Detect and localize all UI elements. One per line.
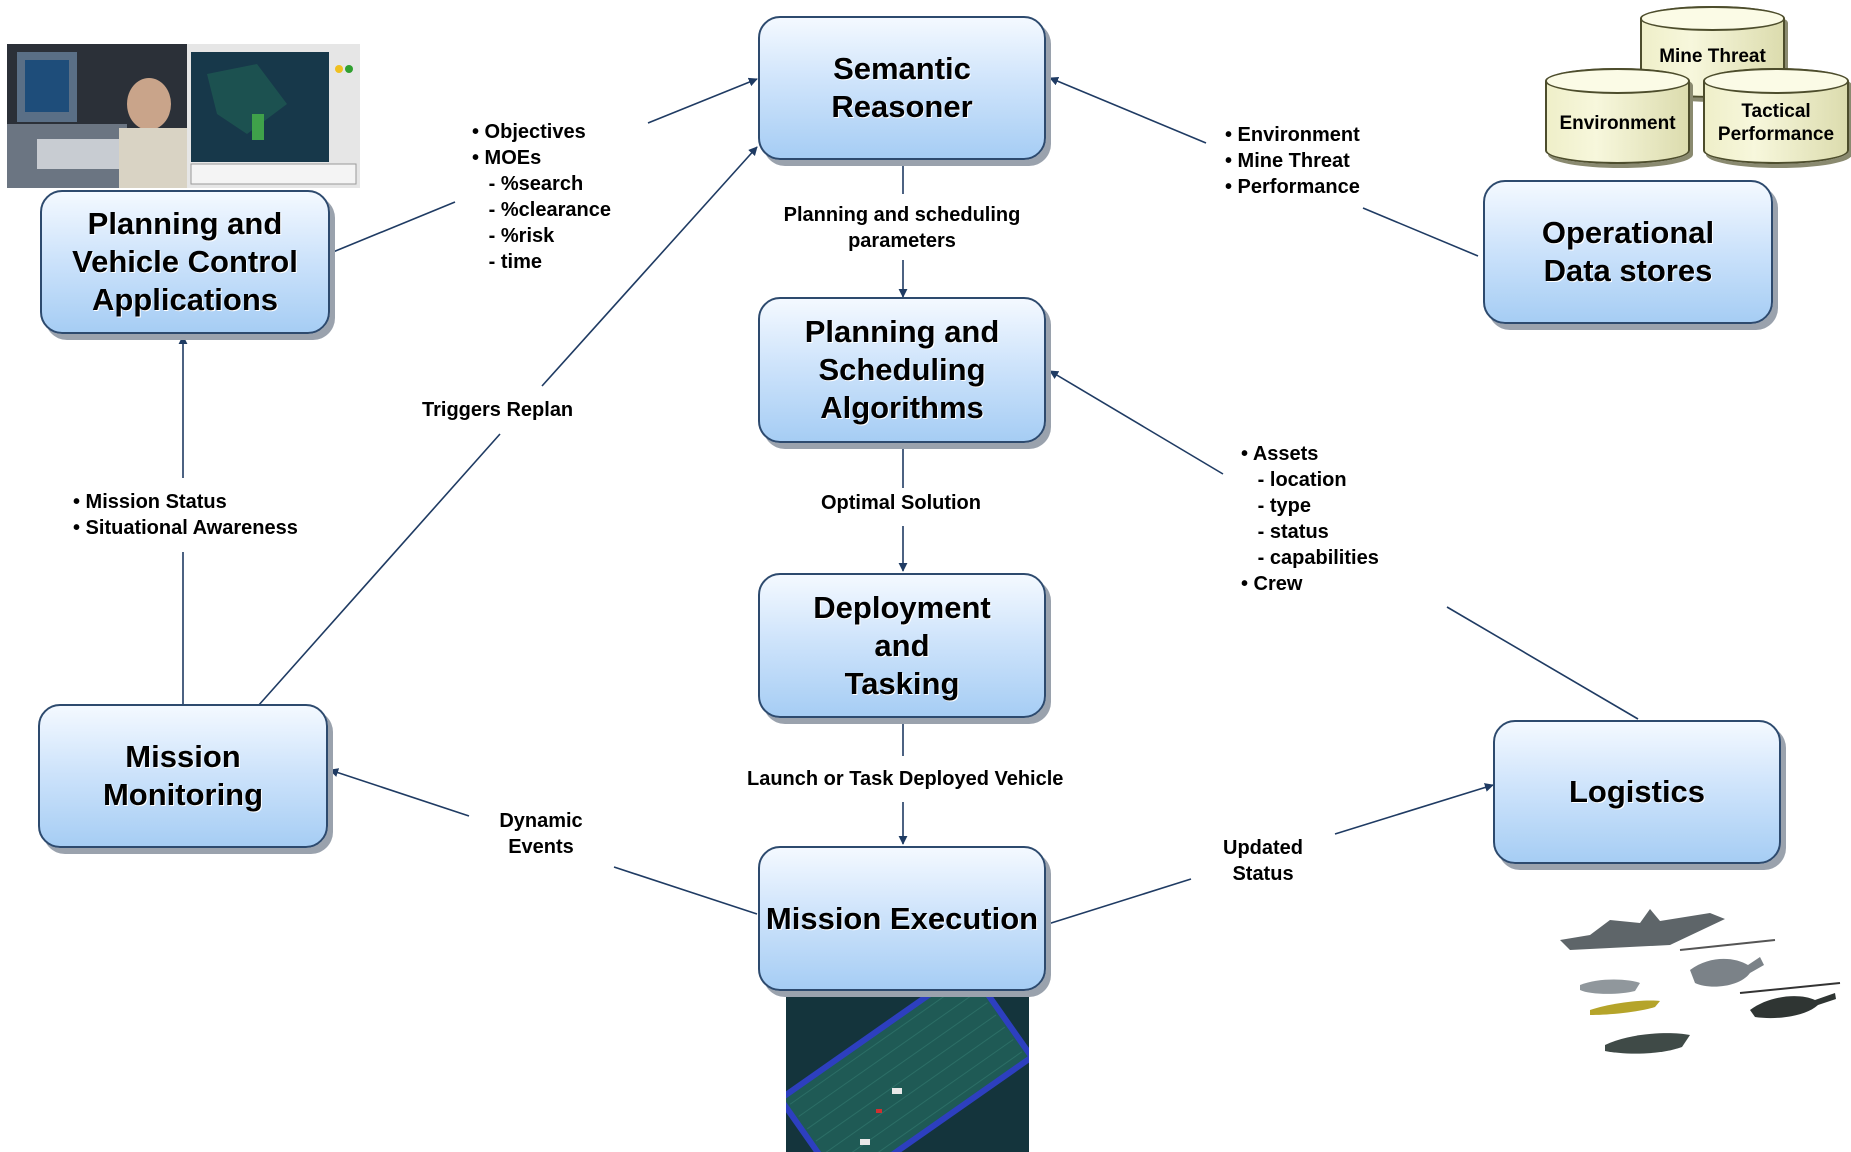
label-triggers-replan: Triggers Replan	[422, 399, 574, 421]
edge-objectives-to-semantic	[647, 77, 758, 124]
label-objectives-moes: • Objectives • MOEs - %search - %clearan…	[472, 121, 611, 273]
edge-execution-to-updated	[1047, 878, 1192, 925]
label-environment-threat-performance: • Environment • Mine Threat • Performanc…	[1225, 124, 1360, 198]
node-deployment-tasking[interactable]: Deployment and Tasking	[758, 573, 1046, 718]
edge-label-to-semantic	[1049, 76, 1207, 144]
node-operational-data-stores[interactable]: Operational Data stores	[1483, 180, 1773, 324]
node-mission-monitoring[interactable]: Mission Monitoring	[38, 704, 328, 848]
node-planning-scheduling-algorithms[interactable]: Planning and Scheduling Algorithms	[758, 297, 1046, 443]
label-updated-status: Updated Status	[1223, 837, 1303, 885]
node-mission-execution[interactable]: Mission Execution	[758, 846, 1046, 991]
edge-pvc-to-semantic	[332, 201, 456, 253]
label-assets-crew: • Assets - location - type - status - ca…	[1241, 443, 1379, 595]
mission-map-photo	[786, 993, 1029, 1152]
edge-assets-to-planning	[1049, 370, 1224, 475]
edge-dynamic-to-monitoring	[329, 768, 470, 817]
label-mission-status: • Mission Status • Situational Awareness	[73, 491, 298, 539]
node-logistics[interactable]: Logistics	[1493, 720, 1781, 864]
label-planning-parameters: Planning and scheduling parameters	[783, 204, 1021, 252]
edge-execution-to-dynamic	[613, 866, 758, 915]
operator-console-photo	[7, 44, 360, 188]
edge-monitoring-to-replan	[257, 433, 501, 707]
edge-updated-to-logistics	[1334, 783, 1494, 835]
datastore-environment: Environment	[1545, 68, 1690, 164]
edge-datastores-to-label	[1362, 207, 1479, 257]
vehicles-illustration	[1550, 895, 1848, 1075]
node-planning-vehicle-control[interactable]: Planning and Vehicle Control Application…	[40, 190, 330, 334]
label-launch-task: Launch or Task Deployed Vehicle	[747, 768, 1064, 790]
datastore-tactical-performance: Tactical Performance	[1703, 68, 1849, 164]
edge-replan-to-semantic	[541, 146, 758, 387]
node-semantic-reasoner[interactable]: Semantic Reasoner	[758, 16, 1046, 160]
edge-logistics-to-assets	[1446, 606, 1639, 720]
label-optimal-solution: Optimal Solution	[821, 492, 981, 514]
label-dynamic-events: Dynamic Events	[499, 810, 583, 858]
